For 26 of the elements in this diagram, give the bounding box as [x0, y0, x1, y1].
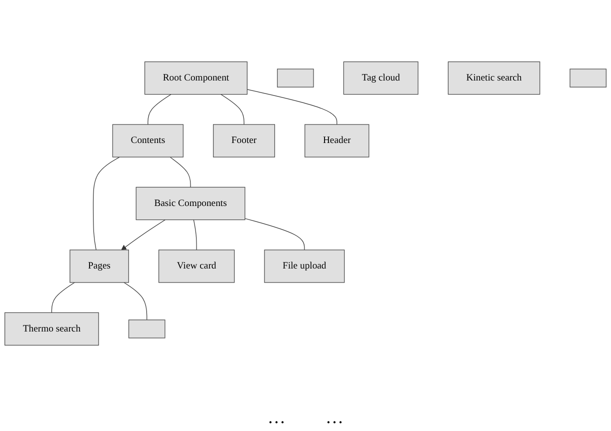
- connector: [51, 282, 75, 313]
- node-box: Thermo search: [4, 312, 99, 346]
- node-box: File upload: [264, 250, 345, 283]
- node-box: Contents: [112, 124, 184, 158]
- arrow: [121, 219, 166, 250]
- ellipsis-label: …: [268, 407, 286, 429]
- node-box: Root Component: [144, 61, 248, 95]
- node-box: [128, 320, 166, 338]
- node-box: View card: [158, 250, 235, 283]
- connector: [244, 218, 305, 250]
- connector: [170, 156, 191, 188]
- connector: [246, 89, 338, 125]
- node-box: [570, 68, 606, 88]
- node-box: Header: [304, 124, 370, 158]
- node-box: Footer: [213, 124, 276, 158]
- connector: [220, 94, 244, 125]
- node-box: Kinetic search: [448, 61, 540, 95]
- connector: [193, 219, 197, 250]
- connector: [92, 156, 120, 250]
- connector: [148, 94, 172, 125]
- node-box: [277, 68, 314, 88]
- node-box: Tag cloud: [343, 61, 418, 95]
- node-box: Basic Components: [136, 186, 246, 220]
- connector: [124, 282, 148, 320]
- ellipsis-label: …: [326, 407, 344, 429]
- node-box: Pages: [70, 250, 129, 283]
